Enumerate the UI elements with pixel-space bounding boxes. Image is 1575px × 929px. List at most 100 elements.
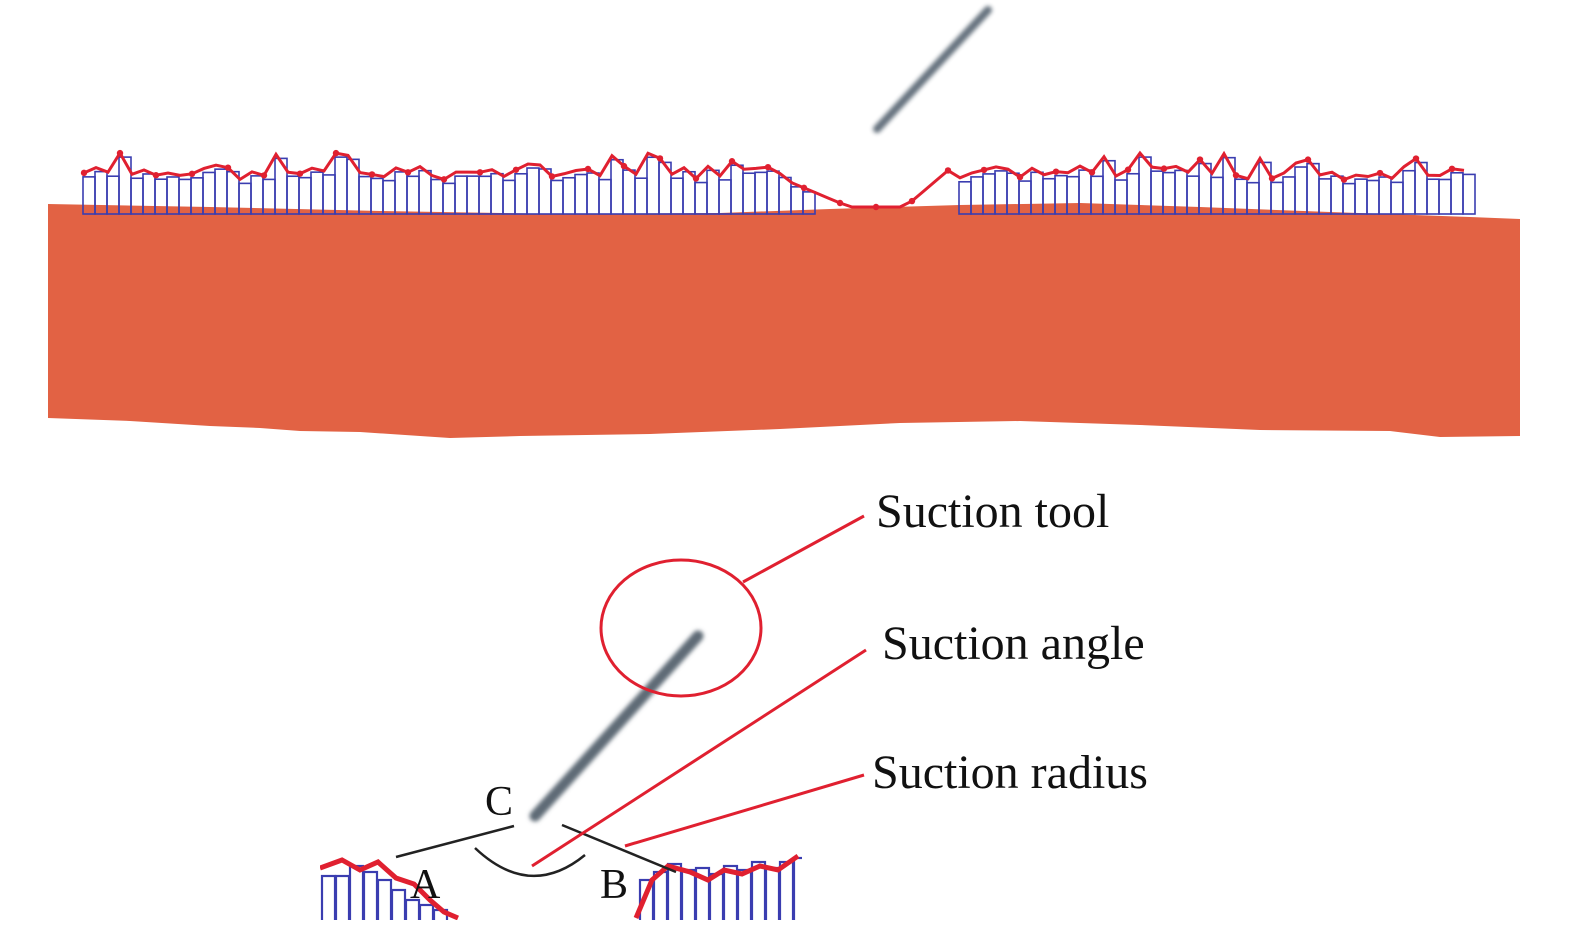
detail-column-cell <box>708 872 725 920</box>
suction-radius-label: Suction radius <box>872 746 1148 799</box>
column-cell <box>694 181 708 215</box>
profile-point <box>1412 155 1420 162</box>
profile-point <box>152 172 160 179</box>
profile-point <box>1160 165 1168 172</box>
column-cell <box>1438 178 1452 215</box>
detail-column-cell <box>348 864 365 920</box>
profile-point <box>1052 168 1060 175</box>
column-cell <box>310 171 324 215</box>
column-cell <box>1294 166 1308 215</box>
point-c-label: C <box>485 779 513 825</box>
leader-suction-radius <box>624 773 865 848</box>
profile-point <box>764 163 772 171</box>
column-cell <box>802 191 816 215</box>
column-cell <box>430 178 444 215</box>
column-cell <box>622 169 636 215</box>
profile-point <box>260 172 268 179</box>
profile-point <box>80 169 88 177</box>
column-cell <box>634 177 648 215</box>
column-cell <box>574 173 588 215</box>
profile-point <box>224 164 232 171</box>
column-cell <box>610 158 624 215</box>
column-cell <box>1222 156 1236 215</box>
column-cell <box>790 186 804 215</box>
profile-point <box>620 162 628 170</box>
detail-panel: A B C Suction tool Suction angle Suction… <box>320 485 1148 920</box>
profile-point <box>656 155 664 162</box>
profile-point <box>1016 173 1024 181</box>
profile-point <box>368 171 376 178</box>
detail-column-cell <box>376 878 393 920</box>
column-cell <box>718 179 732 215</box>
column-cell <box>454 175 468 215</box>
profile-point <box>476 169 484 176</box>
profile-point <box>584 165 592 173</box>
column-cell <box>298 176 312 215</box>
column-grid <box>82 156 1476 215</box>
profile-point <box>1088 169 1096 176</box>
detail-profile-right <box>633 853 800 919</box>
surface-profile-line <box>83 150 1465 209</box>
column-cell <box>598 178 612 215</box>
column-cell <box>706 169 720 215</box>
column-cell <box>322 174 336 215</box>
detail-column-cell <box>792 856 802 920</box>
column-cell <box>754 171 768 215</box>
profile-point <box>728 158 736 165</box>
column-cell <box>1318 178 1332 215</box>
column-cell <box>1450 172 1464 215</box>
substrate-layer <box>48 203 1520 438</box>
suction-angle-label: Suction angle <box>882 617 1145 670</box>
column-cell <box>1426 178 1440 215</box>
profile-point <box>800 184 808 192</box>
profile-point <box>1232 172 1240 179</box>
profile-point <box>1268 175 1276 182</box>
detail-column-cell <box>750 860 767 920</box>
column-cell <box>418 169 432 215</box>
column-cell <box>514 172 528 215</box>
profile-point <box>1376 169 1384 177</box>
profile-point <box>332 149 340 157</box>
detail-profile-left <box>320 857 459 920</box>
column-cell <box>670 177 684 215</box>
detail-column-cell <box>666 862 683 920</box>
column-cell <box>1258 161 1272 215</box>
column-cell <box>1402 169 1416 215</box>
profile-point <box>1304 156 1312 163</box>
column-cell <box>586 172 600 215</box>
column-cell <box>334 156 348 215</box>
detail-column-cell <box>680 868 697 920</box>
column-cell <box>778 176 792 215</box>
column-cell <box>406 175 420 215</box>
detail-column-cell <box>778 860 795 920</box>
column-cell <box>1390 181 1404 215</box>
profile-point <box>908 197 916 205</box>
tool-highlight-circle <box>599 558 763 698</box>
column-cell <box>286 175 300 215</box>
profile-points <box>80 149 1456 211</box>
column-cell <box>526 167 540 215</box>
suction-tool-label: Suction tool <box>876 485 1109 538</box>
point-a-label: A <box>410 862 441 908</box>
column-cell <box>1378 176 1392 215</box>
column-cell <box>742 172 756 215</box>
profile-point <box>1196 156 1204 163</box>
profile-point <box>692 175 700 182</box>
column-cell <box>478 175 492 215</box>
profile-point <box>188 170 196 178</box>
column-cell <box>382 179 396 215</box>
column-cell <box>1282 176 1296 215</box>
column-cell <box>646 156 660 215</box>
line-c-a <box>395 824 515 859</box>
column-cell <box>394 171 408 215</box>
detail-column-cell <box>334 874 351 920</box>
column-cell <box>502 179 516 215</box>
column-cell <box>1462 173 1476 215</box>
detail-column-cell <box>390 888 407 920</box>
point-b-label: B <box>600 862 628 908</box>
profile-point <box>296 170 304 177</box>
profile-point <box>116 149 124 157</box>
suction-tool-top <box>873 6 992 133</box>
column-cell <box>1270 181 1284 215</box>
